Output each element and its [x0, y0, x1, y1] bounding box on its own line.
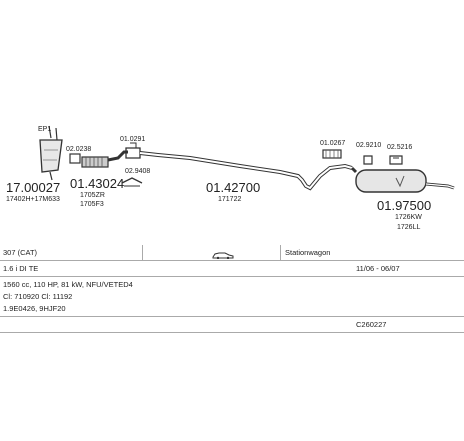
rubber-hangers[interactable] [363, 155, 403, 165]
row-specs: 1560 cc, 110 HP, 81 kW, NFU/VETED4 [0, 277, 464, 292]
part-front-pipe-code: 01.43024 [70, 176, 124, 191]
row-engine: 1.6 i DI TE 11/06 - 06/07 [0, 261, 464, 277]
model-name: 307 (CAT) [3, 248, 38, 257]
connecting-clamp[interactable] [121, 142, 143, 187]
engine-name: 1.6 i DI TE [3, 264, 39, 273]
production-years: 11/06 - 06/07 [356, 264, 400, 273]
part-cat-sub: EP1 [38, 126, 51, 133]
engine-specs: 1560 cc, 110 HP, 81 kW, NFU/VETED4 [3, 280, 133, 289]
part-middle-pipe-code: 01.42700 [206, 180, 260, 195]
part-front-pipe-ref1: 1705ZR [80, 192, 105, 199]
row-model: 307 (CAT) Stationwagon [0, 245, 464, 261]
catalytic-converter[interactable] [39, 125, 63, 181]
part-clamp-1: 02.0238 [66, 146, 91, 153]
middle-pipe[interactable] [139, 151, 353, 191]
exhaust-diagram: EP1 17.00027 17402H+17M633 02.0238 01.43… [6, 125, 455, 231]
rear-silencer[interactable] [350, 166, 455, 193]
part-silencer-ref2: 1726LL [397, 224, 420, 231]
part-middle-pipe-ref: 171722 [218, 196, 241, 203]
part-cat-ref: 17402H+17M633 [6, 196, 60, 203]
approval-codes: Cl: 710920 Cl: 11192 [3, 292, 73, 301]
part-front-pipe-ref2: 1705F3 [80, 201, 104, 208]
row-catalog: C260227 [0, 317, 464, 333]
part-silencer-ref1: 1726KW [395, 214, 422, 221]
row-codes: Cl: 710920 Cl: 11192 [0, 289, 464, 304]
car-body-icon [212, 249, 234, 264]
part-silencer-code: 01.97500 [377, 198, 431, 213]
catalog-number: C260227 [356, 320, 387, 329]
row-engine-codes: 1.9E0426, 9HJF20 [0, 301, 464, 317]
part-cat-code: 17.00027 [6, 180, 60, 195]
part-clamp-2: 01.0291 [120, 136, 145, 143]
part-clamp-4: 01.0267 [320, 140, 345, 147]
part-hanger-1: 02.9210 [356, 142, 381, 149]
front-pipe[interactable] [69, 150, 128, 168]
part-hanger-2: 02.5216 [387, 144, 412, 151]
body-type: Stationwagon [285, 248, 331, 257]
part-clamp-3: 02.9408 [125, 168, 150, 175]
rear-clamp[interactable] [322, 149, 342, 159]
engine-codes: 1.9E0426, 9HJF20 [3, 304, 66, 313]
